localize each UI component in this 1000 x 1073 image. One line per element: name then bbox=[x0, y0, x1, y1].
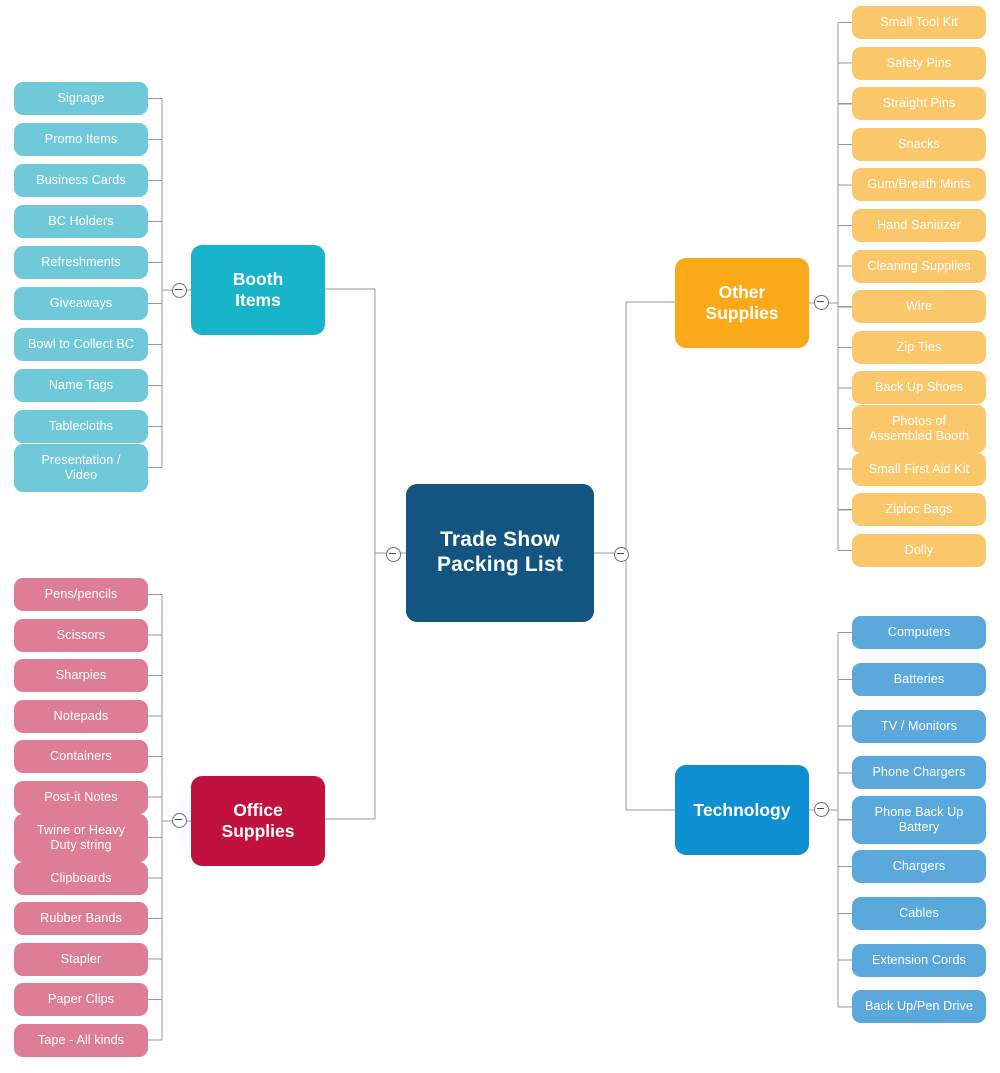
leaf-node[interactable]: Paper Clips bbox=[14, 983, 148, 1016]
leaf-node[interactable]: Cables bbox=[852, 896, 986, 930]
branch-node-office-supplies[interactable]: Office Supplies bbox=[191, 776, 325, 866]
leaf-node[interactable]: Tablecloths bbox=[14, 410, 148, 443]
collapse-minus-icon-booth-items[interactable] bbox=[172, 283, 187, 298]
leaf-node[interactable]: Snacks bbox=[852, 127, 986, 161]
leaf-node[interactable]: Computers bbox=[852, 616, 986, 649]
leaf-node[interactable]: Business Cards bbox=[14, 164, 148, 197]
leaf-node[interactable]: Scissors bbox=[14, 618, 148, 652]
leaf-node[interactable]: Chargers bbox=[852, 850, 986, 883]
leaf-node[interactable]: Wire bbox=[852, 290, 986, 324]
leaf-node[interactable]: Dolly bbox=[852, 533, 986, 567]
collapse-minus-icon-root-left[interactable] bbox=[386, 547, 401, 562]
leaf-node[interactable]: Extension Cords bbox=[852, 943, 986, 977]
leaf-node[interactable]: Presentation / Video bbox=[14, 443, 148, 492]
leaf-node[interactable]: Post-it Notes bbox=[14, 780, 148, 814]
collapse-minus-icon-other-supplies[interactable] bbox=[814, 295, 829, 310]
branch-node-booth-items[interactable]: Booth Items bbox=[191, 245, 325, 335]
root-node[interactable]: Trade Show Packing List bbox=[406, 484, 594, 622]
leaf-node[interactable]: Zip Ties bbox=[852, 330, 986, 364]
leaf-node[interactable]: Pens/pencils bbox=[14, 578, 148, 611]
leaf-node[interactable]: Safety Pins bbox=[852, 46, 986, 80]
leaf-node[interactable]: Twine or Heavy Duty string bbox=[14, 813, 148, 862]
leaf-node[interactable]: Photos of Assembled Booth bbox=[852, 404, 986, 453]
leaf-node[interactable]: Containers bbox=[14, 740, 148, 773]
leaf-node[interactable]: Tape - All kinds bbox=[14, 1023, 148, 1057]
leaf-node[interactable]: Name Tags bbox=[14, 369, 148, 402]
leaf-node[interactable]: Phone Chargers bbox=[852, 756, 986, 790]
leaf-node[interactable]: Stapler bbox=[14, 942, 148, 976]
leaf-node[interactable]: Phone Back Up Battery bbox=[852, 795, 986, 844]
leaf-node[interactable]: Straight Pins bbox=[852, 87, 986, 121]
leaf-node[interactable]: Small First Aid Kit bbox=[852, 452, 986, 486]
leaf-node[interactable]: Gum/Breath Mints bbox=[852, 168, 986, 202]
leaf-node[interactable]: BC Holders bbox=[14, 205, 148, 238]
leaf-node[interactable]: Signage bbox=[14, 82, 148, 115]
leaf-node[interactable]: TV / Monitors bbox=[852, 709, 986, 743]
leaf-node[interactable]: Clipboards bbox=[14, 861, 148, 895]
leaf-node[interactable]: Bowl to Collect BC bbox=[14, 328, 148, 361]
branch-node-other-supplies[interactable]: Other Supplies bbox=[675, 258, 809, 348]
leaf-node[interactable]: Hand Sanitizer bbox=[852, 209, 986, 242]
leaf-node[interactable]: Back Up Shoes bbox=[852, 371, 986, 405]
leaf-node[interactable]: Rubber Bands bbox=[14, 902, 148, 935]
leaf-node[interactable]: Giveaways bbox=[14, 287, 148, 320]
leaf-node[interactable]: Sharpies bbox=[14, 659, 148, 692]
leaf-node[interactable]: Batteries bbox=[852, 662, 986, 696]
leaf-node[interactable]: Refreshments bbox=[14, 246, 148, 279]
branch-node-technology[interactable]: Technology bbox=[675, 765, 809, 855]
leaf-node[interactable]: Notepads bbox=[14, 699, 148, 733]
leaf-node[interactable]: Back Up/Pen Drive bbox=[852, 990, 986, 1024]
leaf-node[interactable]: Cleaning Supplies bbox=[852, 249, 986, 283]
collapse-minus-icon-office-supplies[interactable] bbox=[172, 813, 187, 828]
leaf-node[interactable]: Ziploc Bags bbox=[852, 493, 986, 527]
leaf-node[interactable]: Promo Items bbox=[14, 123, 148, 156]
leaf-node[interactable]: Small Tool Kit bbox=[852, 6, 986, 39]
collapse-minus-icon-technology[interactable] bbox=[814, 802, 829, 817]
collapse-minus-icon-root-right[interactable] bbox=[614, 547, 629, 562]
